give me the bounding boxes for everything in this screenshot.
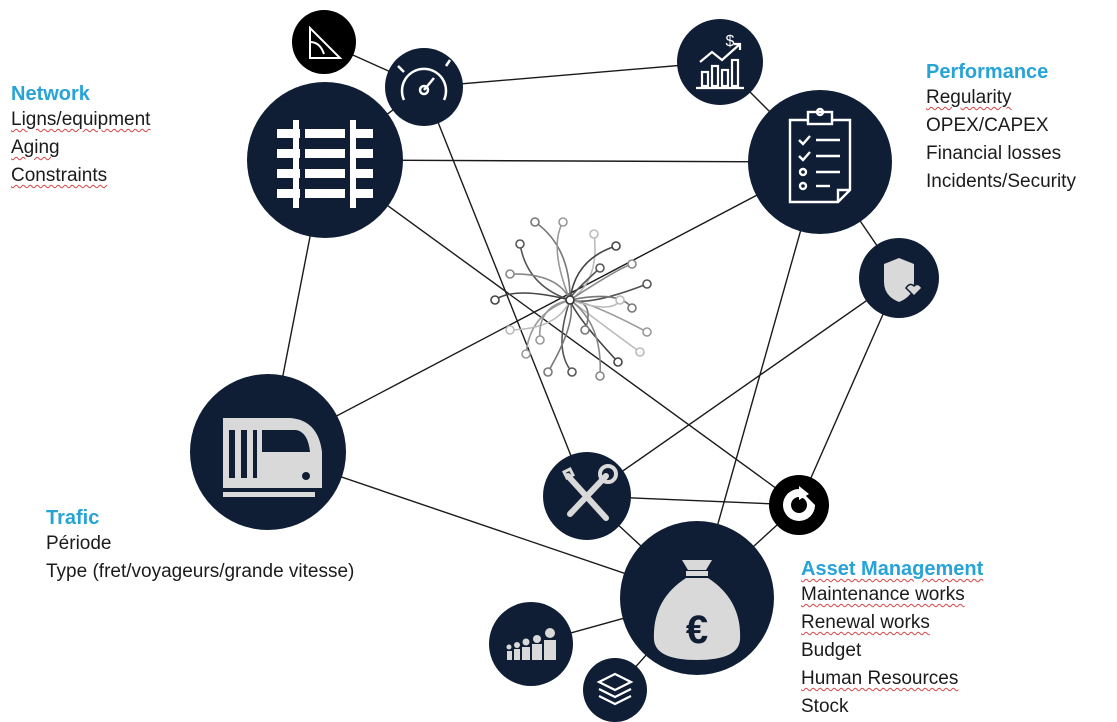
node-chart[interactable]: $ bbox=[677, 19, 763, 105]
network-hub-icon bbox=[490, 217, 652, 381]
clipboard-checklist-icon bbox=[788, 107, 852, 204]
asset-line: Maintenance works bbox=[801, 584, 965, 605]
edge-performance-train bbox=[267, 161, 821, 453]
speedometer-icon bbox=[397, 59, 452, 101]
network-line: Constraints bbox=[11, 165, 108, 186]
node-angle[interactable] bbox=[292, 10, 356, 74]
performance-line: Financial losses bbox=[926, 143, 1062, 164]
node-asset-management[interactable]: € bbox=[620, 521, 774, 675]
node-shield[interactable] bbox=[859, 238, 939, 318]
asset-line: Human Resources bbox=[801, 668, 959, 689]
edge-shield-tools bbox=[586, 277, 900, 497]
layers-icon bbox=[596, 672, 634, 706]
node-trafic[interactable] bbox=[190, 374, 346, 530]
trafic-text-block: Trafic Période Type (fret/voyageurs/gran… bbox=[46, 506, 354, 586]
svg-text:$: $ bbox=[726, 33, 735, 50]
rail-track-icon bbox=[277, 120, 373, 208]
asset-line: Budget bbox=[801, 640, 862, 661]
trafic-title: Trafic bbox=[46, 507, 100, 529]
asset-line: Renewal works bbox=[801, 612, 930, 633]
performance-line: OPEX/CAPEX bbox=[926, 115, 1049, 136]
network-title: Network bbox=[11, 83, 90, 105]
node-speed[interactable] bbox=[385, 48, 463, 126]
node-network[interactable] bbox=[247, 82, 403, 238]
growth-chart-icon: $ bbox=[696, 33, 744, 90]
asset-management-text-block: Asset Management Maintenance works Renew… bbox=[801, 557, 983, 721]
trafic-line: Type (fret/voyageurs/grande vitesse) bbox=[46, 561, 355, 582]
refresh-icon bbox=[783, 486, 815, 521]
asset-line: Stock bbox=[801, 696, 849, 717]
euro-money-bag-icon: € bbox=[653, 560, 741, 660]
node-refresh[interactable] bbox=[769, 475, 829, 535]
edge-shield-cycle bbox=[798, 277, 900, 506]
performance-line: Incidents/Security bbox=[926, 171, 1076, 192]
shield-heart-icon bbox=[884, 258, 923, 302]
node-performance[interactable] bbox=[748, 90, 892, 234]
people-group-icon bbox=[506, 628, 556, 660]
edge-rail-performance bbox=[324, 159, 821, 163]
train-icon bbox=[223, 418, 322, 497]
performance-text-block: Performance Regularity OPEX/CAPEX Financ… bbox=[926, 60, 1076, 196]
edge-speed-tools bbox=[423, 86, 588, 497]
node-layers[interactable] bbox=[583, 658, 647, 722]
network-text-block: Network Ligns/equipment Aging Constraint… bbox=[11, 82, 150, 190]
trafic-line: Période bbox=[46, 533, 112, 554]
network-line: Ligns/equipment bbox=[11, 109, 151, 130]
svg-text:€: € bbox=[686, 608, 708, 652]
triangle-ruler-icon bbox=[309, 25, 343, 59]
node-people[interactable] bbox=[489, 602, 573, 686]
performance-line: Regularity bbox=[926, 87, 1012, 108]
performance-title: Performance bbox=[926, 61, 1049, 83]
asset-management-title: Asset Management bbox=[801, 558, 984, 580]
edge-speed-chart bbox=[423, 61, 721, 88]
edges bbox=[267, 41, 900, 691]
node-tools[interactable] bbox=[543, 452, 631, 540]
wrench-screwdriver-icon bbox=[561, 464, 618, 521]
network-line: Aging bbox=[11, 137, 60, 158]
